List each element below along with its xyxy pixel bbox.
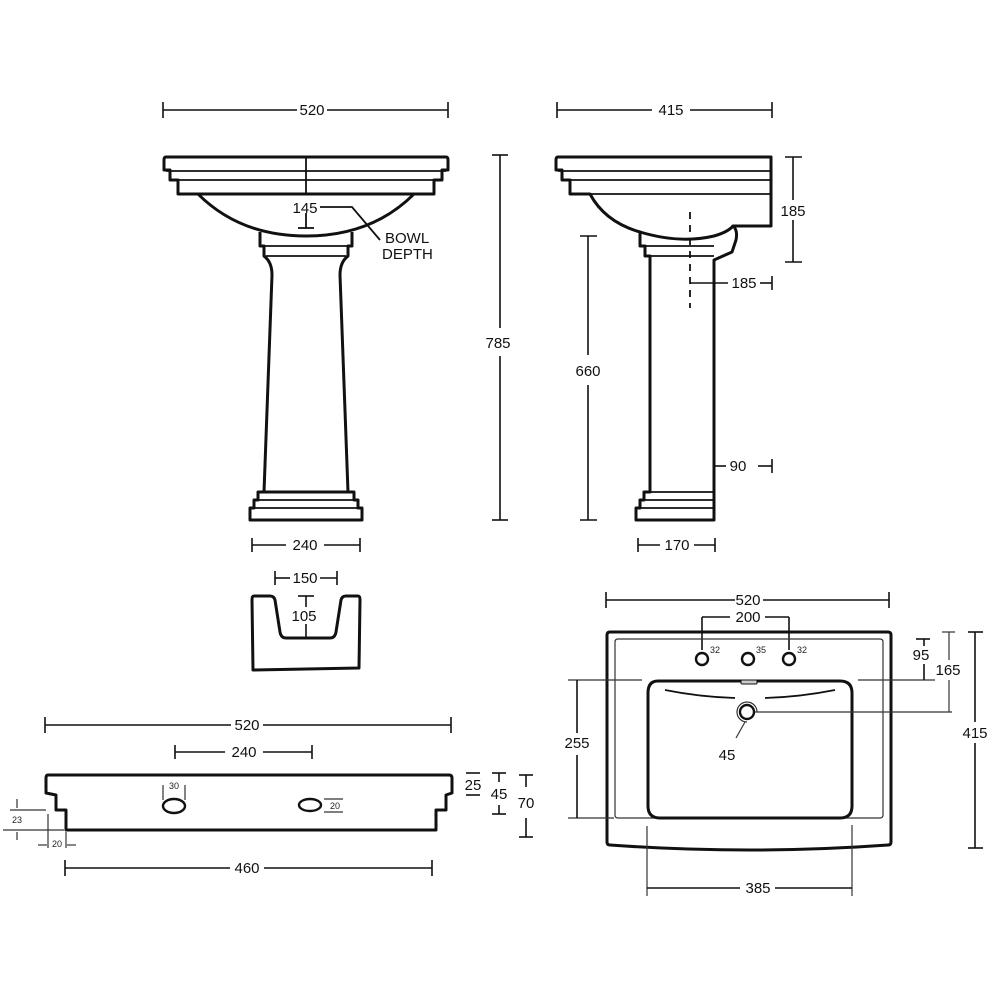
front-width-label: 520 (299, 102, 324, 119)
side-depth-label: 415 (658, 102, 683, 119)
total-height-dimension: 785 (485, 154, 511, 521)
basin-height-dimension: 185 (780, 156, 806, 263)
front-elevation-basin: 520 240 30 20 23 20 (3, 717, 534, 877)
bowl-width-label: 385 (745, 880, 770, 897)
base-width-label: 240 (292, 537, 317, 554)
tap-hole-dia-label: 30 (169, 781, 179, 791)
base-depth-dimension: 170 (637, 537, 716, 554)
pedestal-section: 150 105 (250, 570, 362, 672)
total-height-label: 785 (485, 335, 510, 352)
bowl-depth-value: 145 (292, 200, 317, 217)
tap-hole-center-label: 35 (756, 645, 766, 655)
depth-label: DEPTH (382, 246, 433, 263)
bottom-width-label: 460 (234, 860, 259, 877)
step-width-label: 20 (52, 839, 62, 849)
opening-width-label: 150 (292, 570, 317, 587)
plan-width-dimension: 520 (605, 592, 890, 609)
waste-offset-dimension: 185 (690, 275, 773, 292)
basin-height-label: 185 (780, 203, 805, 220)
bottom-width-dimension: 460 (64, 860, 433, 877)
plan-depth-dimension: 415 (962, 631, 988, 849)
plan-width-label: 520 (735, 592, 760, 609)
pedestal-offset-label: 90 (730, 458, 747, 475)
pedestal-height-dimension: 660 (575, 235, 601, 521)
waste-to-back-label: 165 (935, 662, 960, 679)
bowl-width-dimension: 385 (646, 825, 853, 897)
tap-hole-left-label: 32 (710, 645, 720, 655)
pedestal-offset-dimension: 90 (714, 458, 773, 475)
bowl-length-label: 255 (564, 735, 589, 752)
front-view: 520 145 BOWL DEPTH 240 (162, 102, 511, 554)
bowl-label: BOWL (385, 230, 429, 247)
step-height-label: 23 (12, 815, 22, 825)
opening-depth-label: 105 (291, 608, 316, 625)
step-dimensions: 23 20 (3, 799, 76, 849)
bowl-length-dimension: 255 (564, 679, 642, 819)
tap-spacing-label: 240 (231, 744, 256, 761)
tap-position-dimensions: 95 165 (858, 631, 961, 712)
opening-width-dimension: 150 (274, 570, 338, 587)
plan-depth-label: 415 (962, 725, 987, 742)
waste-offset-label: 185 (731, 275, 756, 292)
waste-dia-label: 45 (719, 747, 736, 764)
plan-view: 520 200 32 35 32 45 (564, 592, 988, 897)
side-view: 415 185 185 (554, 102, 806, 554)
elevation-width-label: 520 (234, 717, 259, 734)
elevation-width-dimension: 520 (44, 717, 452, 734)
pedestal-height-label: 660 (575, 363, 600, 380)
front-width-dimension: 520 (162, 102, 449, 119)
height-dimensions: 25 45 70 (465, 772, 535, 838)
base-width-dimension: 240 (251, 537, 361, 554)
tap-spacing-dimension: 240 (174, 744, 313, 761)
tap-hole-right-label: 32 (797, 645, 807, 655)
rim-height-label: 25 (465, 777, 482, 794)
mid-height-label: 45 (491, 786, 508, 803)
total-height-label-small: 70 (518, 795, 535, 812)
base-depth-label: 170 (664, 537, 689, 554)
plan-tap-spacing-label: 200 (735, 609, 760, 626)
overflow-dia-label: 20 (330, 801, 340, 811)
plan-tap-spacing-dimension: 200 (701, 609, 790, 650)
tap-to-bowl-label: 95 (913, 647, 930, 664)
side-depth-dimension: 415 (556, 102, 773, 119)
